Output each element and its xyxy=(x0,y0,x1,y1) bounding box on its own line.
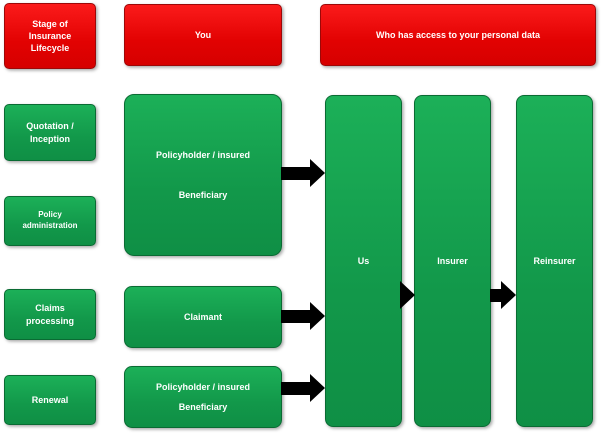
stage-claims-label: Claims processing xyxy=(25,303,74,326)
stage-claims-processing: Claims processing xyxy=(4,289,96,340)
stage-policy-administration: Policy administration xyxy=(4,196,96,246)
recipient-us: Us xyxy=(325,95,402,427)
stage-quotation-inception: Quotation / Inception xyxy=(4,104,96,161)
arrow-claimant-to-us xyxy=(281,302,325,330)
stage-admin-label: Policy administration xyxy=(22,210,78,230)
arrow-shaft xyxy=(281,166,310,180)
recipient-reinsurer-label: Reinsurer xyxy=(533,255,576,266)
header-access-label: Who has access to your personal data xyxy=(375,29,541,40)
actor-claimant: Claimant xyxy=(124,286,282,348)
actor-bottom-line2: Beneficiary xyxy=(178,402,228,412)
header-you-label: You xyxy=(194,29,212,40)
arrow-policyholder-to-us xyxy=(281,159,325,187)
actor-top-line1: Policyholder / insured xyxy=(155,149,251,160)
stage-quotation-label: Quotation / Inception xyxy=(26,121,74,144)
arrow-head-icon xyxy=(310,374,325,402)
arrow-us-to-insurer xyxy=(400,281,415,309)
arrow-shaft xyxy=(281,309,310,323)
recipient-insurer: Insurer xyxy=(414,95,491,427)
stage-renewal: Renewal xyxy=(4,375,96,425)
header-stage-of-lifecycle: Stage of Insurance Lifecycle xyxy=(4,3,96,69)
arrow-head-icon xyxy=(400,281,415,309)
actor-claimant-label: Claimant xyxy=(183,311,222,322)
header-you: You xyxy=(124,4,282,66)
recipient-insurer-label: Insurer xyxy=(437,255,468,266)
stage-renewal-label: Renewal xyxy=(31,394,69,405)
actor-bottom-line1: Policyholder / insured xyxy=(155,381,251,392)
header-stage-label: Stage of Insurance Lifecycle xyxy=(28,18,72,54)
actor-policyholder-beneficiary-bottom: Policyholder / insured Beneficiary xyxy=(124,366,282,428)
arrow-insurer-to-reinsurer xyxy=(490,281,516,309)
recipient-reinsurer: Reinsurer xyxy=(516,95,593,427)
actor-top-line2: Beneficiary xyxy=(178,190,228,200)
recipient-us-label: Us xyxy=(357,255,370,266)
arrow-shaft xyxy=(281,381,310,395)
header-access: Who has access to your personal data xyxy=(320,4,596,66)
arrow-head-icon xyxy=(310,159,325,187)
arrow-renewal-policyholder-to-us xyxy=(281,374,325,402)
actor-policyholder-beneficiary-top: Policyholder / insured Beneficiary xyxy=(124,94,282,256)
arrow-head-icon xyxy=(501,281,516,309)
arrow-shaft xyxy=(490,288,501,302)
arrow-head-icon xyxy=(310,302,325,330)
